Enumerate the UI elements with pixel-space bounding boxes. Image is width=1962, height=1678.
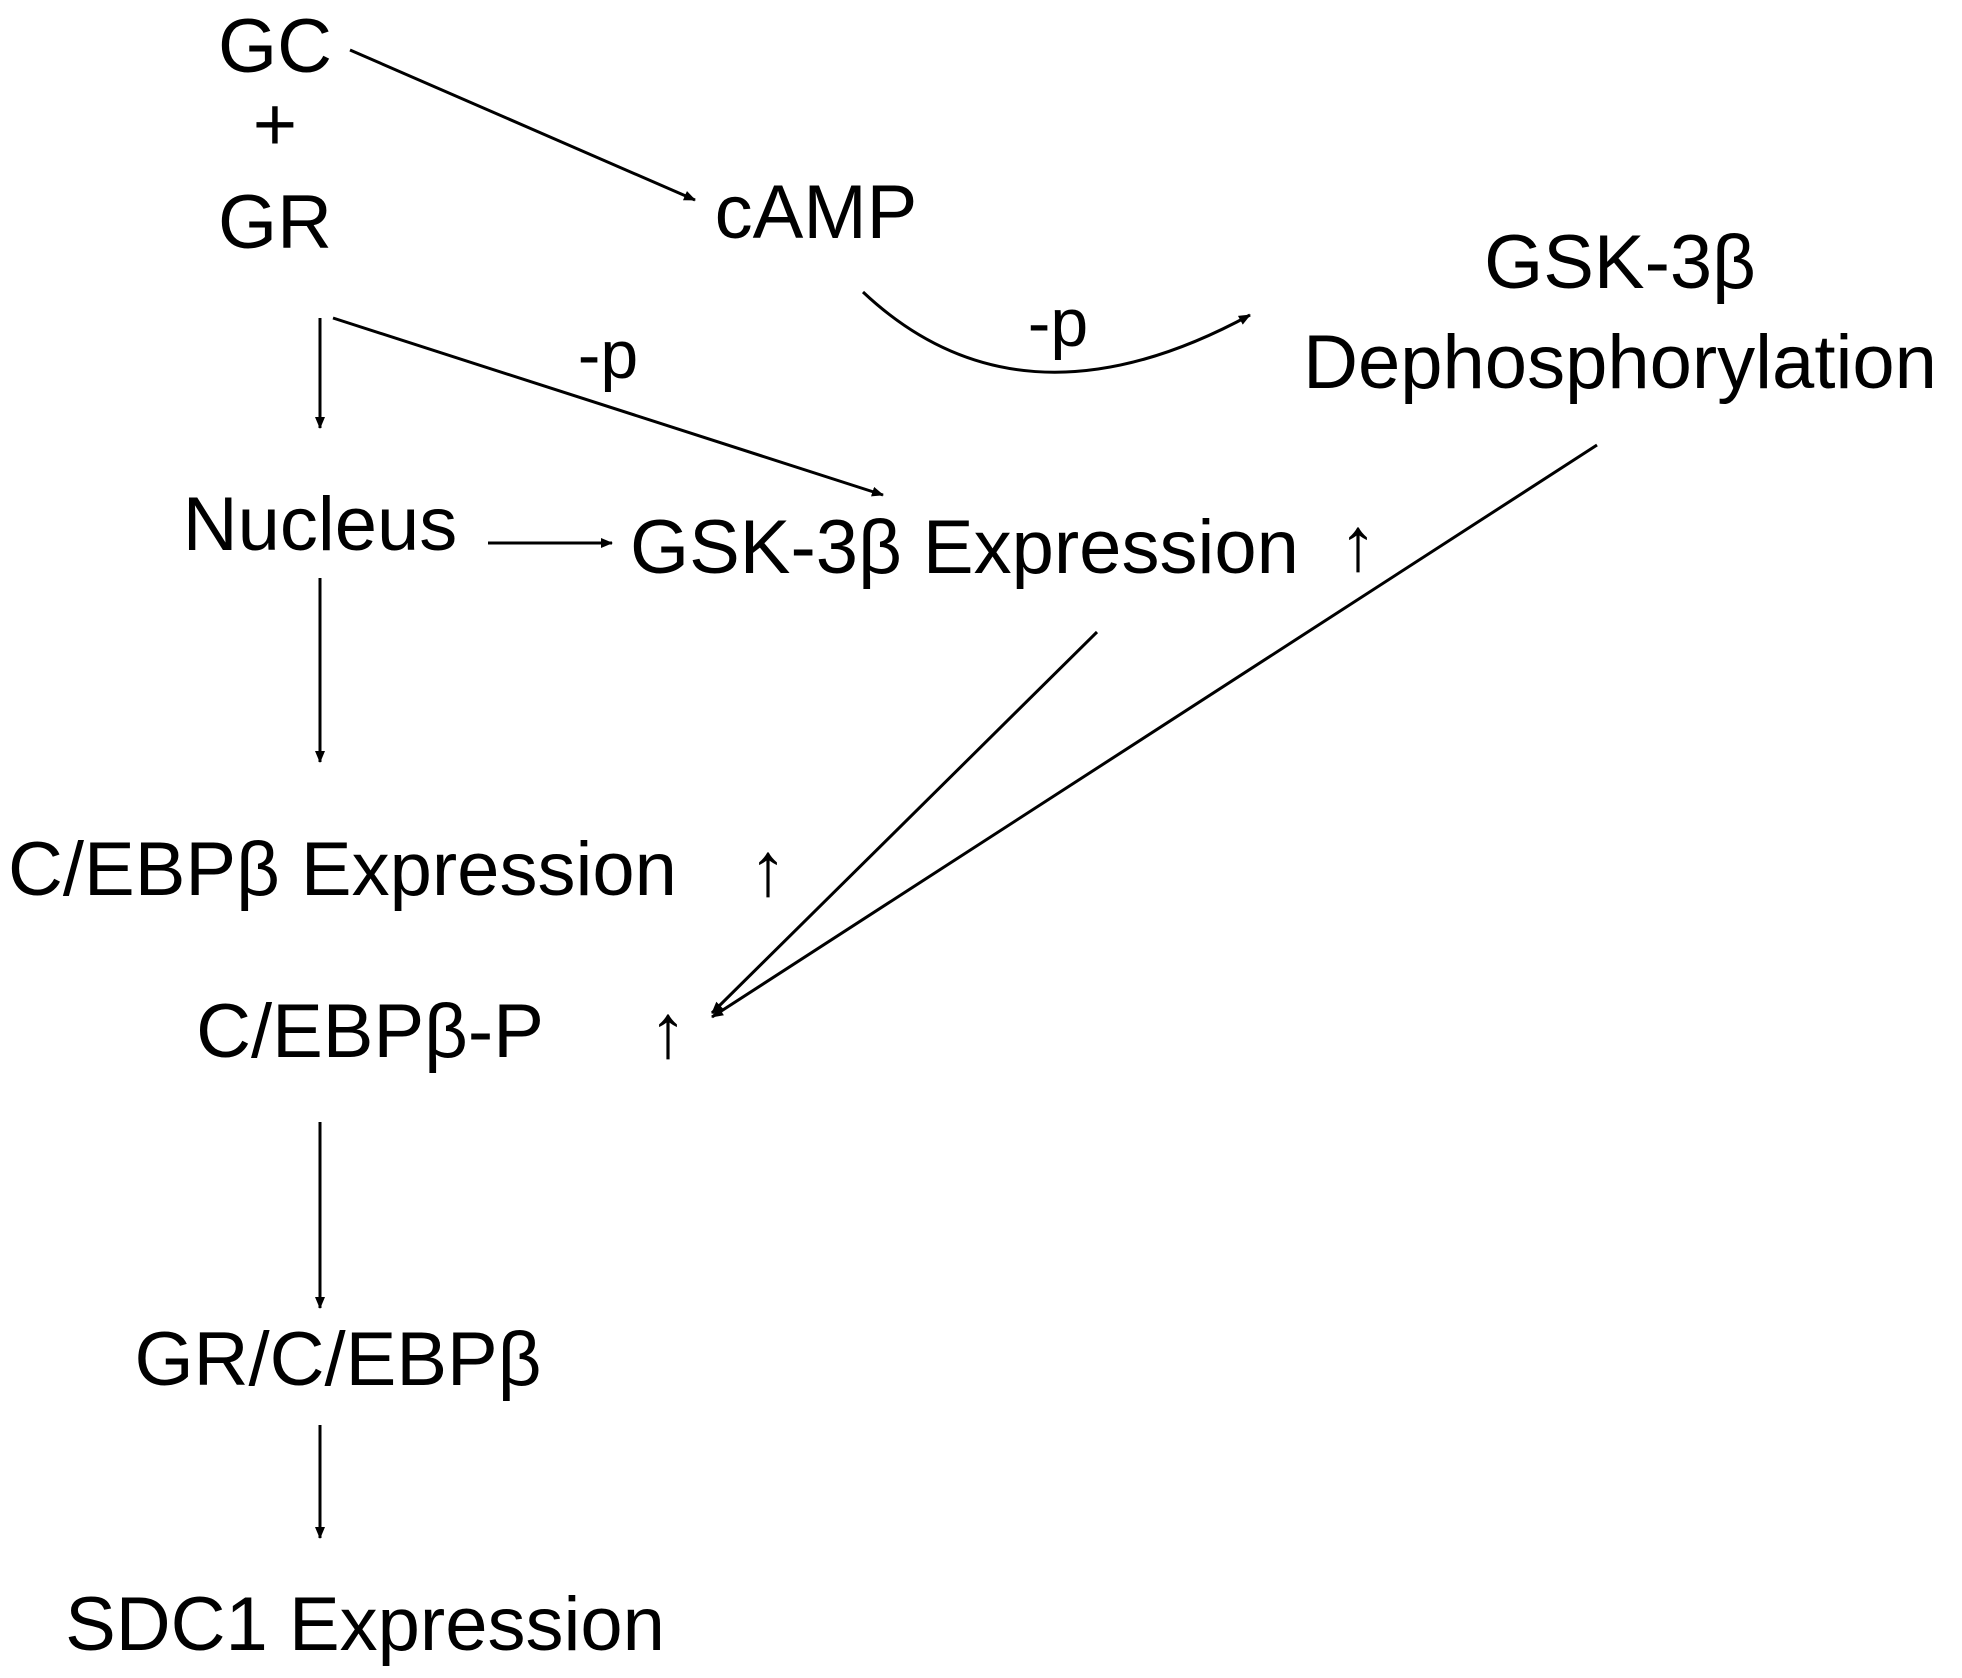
edge-label-camp-to-gsk: -p: [1028, 285, 1088, 361]
node-gsk-expression: GSK-3β Expression: [630, 505, 1299, 590]
cebpb-p-up-indicator: ↑: [649, 989, 687, 1074]
cebpb-expression-up-indicator: ↑: [749, 827, 787, 912]
edge-camp-to-gsk-dephosphorylation: [861, 290, 1251, 374]
edge-gsk-dephosphorylation-to-cebpb-p: [711, 443, 1598, 1019]
node-nucleus: Nucleus: [183, 482, 458, 567]
node-gc: GC: [218, 4, 332, 89]
node-plus: +: [253, 82, 297, 167]
edge-gc-to-camp: [349, 48, 696, 202]
node-gr-cebpb: GR/C/EBPβ: [135, 1317, 542, 1402]
edge-gr-to-gsk-expression: [332, 316, 884, 497]
node-cebpb-p: C/EBPβ-P: [196, 989, 544, 1074]
node-camp: cAMP: [715, 170, 918, 255]
node-cebpb-expression: C/EBPβ Expression: [8, 827, 677, 912]
node-gsk-dephosphorylation-line2: Dephosphorylation: [1303, 320, 1937, 405]
edge-gsk-expression-to-cebpb-p: [710, 630, 1099, 1015]
gsk-expression-up-indicator: ↑: [1339, 502, 1377, 587]
node-gr: GR: [218, 180, 332, 265]
edge-label-gr-to-gsk-expression: -p: [578, 317, 638, 393]
node-gsk-dephosphorylation-line1: GSK-3β: [1484, 220, 1756, 305]
node-sdc1-expression: SDC1 Expression: [65, 1582, 665, 1667]
